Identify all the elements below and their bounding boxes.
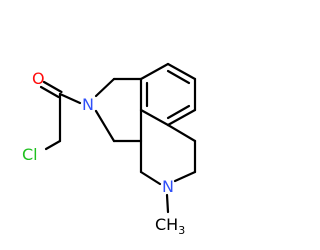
bond-c1-n1 xyxy=(58,92,82,105)
structure-canvas: O Cl N N CH3 xyxy=(22,62,197,237)
amine-nitrogen-label: N xyxy=(162,177,174,196)
bond-c8-c7 xyxy=(166,62,197,81)
bond-double-c8-c7 xyxy=(166,69,191,85)
bond-n2-c5 xyxy=(173,170,197,183)
bond-c4a-c8b xyxy=(139,108,170,127)
amide-nitrogen-label: N xyxy=(82,95,94,114)
methyl-label-subscript: 3 xyxy=(178,224,185,237)
bond-c6-c4a xyxy=(166,108,197,127)
bond-n1-c3 xyxy=(94,109,116,143)
molecule-diagram: O Cl N N CH3 xyxy=(22,62,197,237)
bond-n1-c2 xyxy=(94,77,116,98)
methyl-label: CH3 xyxy=(155,215,185,237)
methyl-label-main: CH xyxy=(155,215,178,234)
bond-ch2-cl xyxy=(44,139,62,151)
bond-o-c1-a xyxy=(42,80,63,94)
bond-o-c1-b xyxy=(39,85,60,99)
bond-c8a-c8 xyxy=(139,62,170,81)
bond-double-c6-c4a xyxy=(166,104,191,120)
bond-c10-n2 xyxy=(139,170,162,186)
bond-n2-ch3 xyxy=(165,193,170,214)
chlorine-label: Cl xyxy=(22,145,38,164)
bond-c4a-c9-ring xyxy=(166,123,197,143)
oxygen-label: O xyxy=(32,69,45,88)
